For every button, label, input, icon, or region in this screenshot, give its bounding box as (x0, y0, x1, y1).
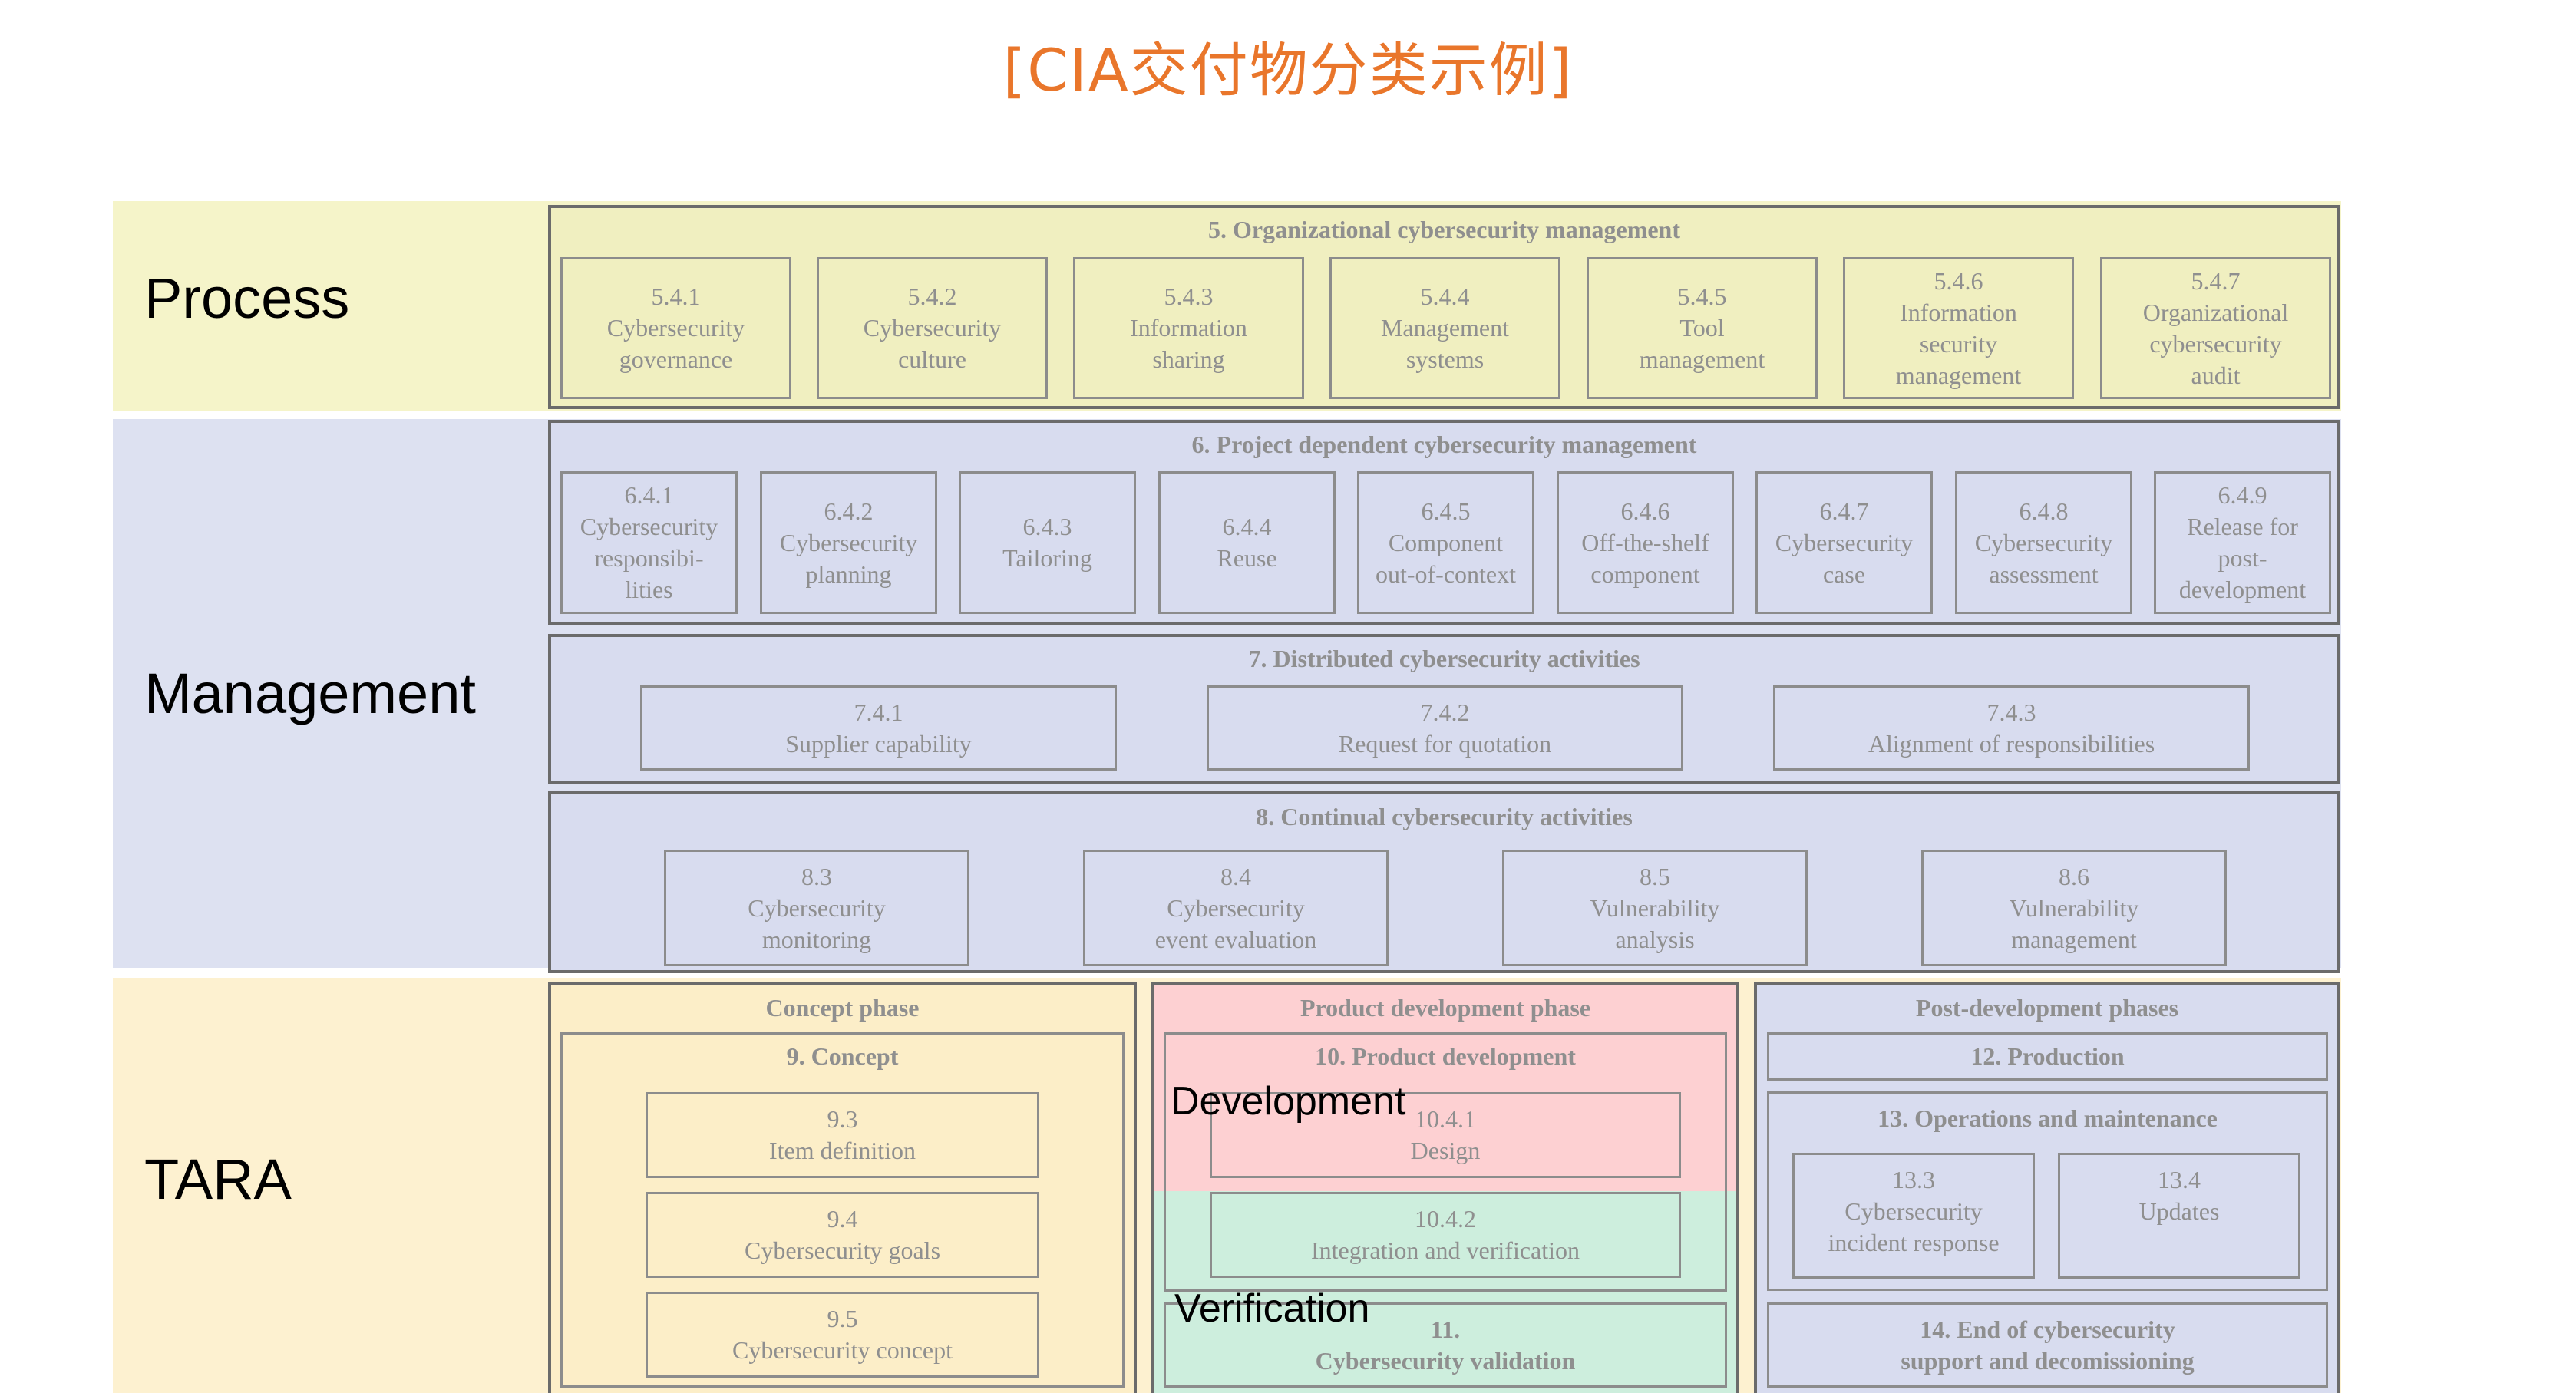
product-phase-panel: Product development phase (1151, 982, 1739, 1393)
box-6-4-7: 6.4.7 Cybersecurity case (1755, 471, 1933, 614)
box-9-3: 9.3 Item definition (646, 1092, 1039, 1178)
post-phase-title: Post-development phases (1915, 994, 2179, 1022)
box-13-3: 13.3 Cybersecurity incident response (1792, 1153, 2035, 1279)
product-phase-title: Product development phase (1300, 994, 1591, 1022)
box-8-3: 8.3 Cybersecurity monitoring (664, 850, 969, 966)
box-5-4-3: 5.4.3 Information sharing (1073, 257, 1304, 399)
concept-title: 9. Concept (786, 1042, 899, 1070)
page-title: [CIA交付物分类示例] (1002, 36, 1574, 104)
concept-panel: 9. Concept (560, 1032, 1125, 1388)
box-10-4-2: 10.4.2 Integration and verification (1210, 1192, 1681, 1278)
box-8-5: 8.5 Vulnerability analysis (1502, 850, 1808, 966)
box-9-5: 9.5 Cybersecurity concept (646, 1292, 1039, 1378)
box-12-production: 12. Production (1767, 1032, 2328, 1081)
section-title: 8. Continual cybersecurity activities (1256, 803, 1633, 830)
row-label-process: Process (144, 266, 350, 330)
box-6-4-4: 6.4.4 Reuse (1158, 471, 1336, 614)
section-distributed-activities: 7. Distributed cybersecurity activities (548, 634, 2340, 784)
box-7-4-3: 7.4.3 Alignment of responsibilities (1773, 685, 2250, 771)
box-6-4-6: 6.4.6 Off-the-shelf component (1557, 471, 1734, 614)
row-label-management: Management (144, 662, 476, 725)
box-11-validation: 11. Cybersecurity validation (1164, 1302, 1727, 1388)
operations-title: 13. Operations and maintenance (1878, 1104, 2218, 1132)
section-organizational-management: 5. Organizational cybersecurity manageme… (548, 205, 2340, 409)
box-5-4-2: 5.4.2 Cybersecurity culture (817, 257, 1048, 399)
box-6-4-8: 6.4.8 Cybersecurity assessment (1955, 471, 2132, 614)
section-title: 7. Distributed cybersecurity activities (1248, 645, 1640, 672)
verification-highlight (1151, 1191, 1739, 1393)
product-development-title: 10. Product development (1315, 1042, 1576, 1070)
box-8-6: 8.6 Vulnerability management (1921, 850, 2227, 966)
box-5-4-1: 5.4.1 Cybersecurity governance (560, 257, 791, 399)
box-6-4-5: 6.4.5 Component out-of-context (1357, 471, 1534, 614)
operations-panel: 13. Operations and maintenance (1767, 1091, 2328, 1291)
box-6-4-9: 6.4.9 Release for post- development (2154, 471, 2331, 614)
box-6-4-1: 6.4.1 Cybersecurity responsibi- lities (560, 471, 738, 614)
box-10-4-1: 10.4.1 Design (1210, 1092, 1681, 1178)
section-continual-activities: 8. Continual cybersecurity activities (548, 791, 2340, 973)
box-13-4: 13.4 Updates (2058, 1153, 2300, 1279)
post-phase-panel: Post-development phases (1754, 982, 2340, 1393)
section-project-management: 6. Project dependent cybersecurity manag… (548, 420, 2340, 625)
concept-phase-title: Concept phase (765, 994, 920, 1022)
overlay-verification-label: Verification (1174, 1286, 1370, 1331)
section-title: 6. Project dependent cybersecurity manag… (1191, 431, 1697, 458)
row-label-tara: TARA (144, 1147, 292, 1211)
box-7-4-2: 7.4.2 Request for quotation (1207, 685, 1683, 771)
box-5-4-4: 5.4.4 Management systems (1329, 257, 1560, 399)
development-highlight (1151, 982, 1739, 1191)
box-6-4-2: 6.4.2 Cybersecurity planning (760, 471, 937, 614)
box-9-4: 9.4 Cybersecurity goals (646, 1192, 1039, 1278)
section-title: 5. Organizational cybersecurity manageme… (1208, 216, 1680, 243)
box-6-4-3: 6.4.3 Tailoring (959, 471, 1136, 614)
box-8-4: 8.4 Cybersecurity event evaluation (1083, 850, 1389, 966)
box-5-4-7: 5.4.7 Organizational cybersecurity audit (2100, 257, 2331, 399)
box-5-4-5: 5.4.5 Tool management (1587, 257, 1818, 399)
product-development-panel: 10. Product development (1164, 1032, 1727, 1292)
box-14-end-of-support: 14. End of cybersecurity support and dec… (1767, 1302, 2328, 1388)
box-5-4-6: 5.4.6 Information security management (1843, 257, 2074, 399)
overlay-development-label: Development (1171, 1079, 1406, 1124)
box-7-4-1: 7.4.1 Supplier capability (640, 685, 1117, 771)
